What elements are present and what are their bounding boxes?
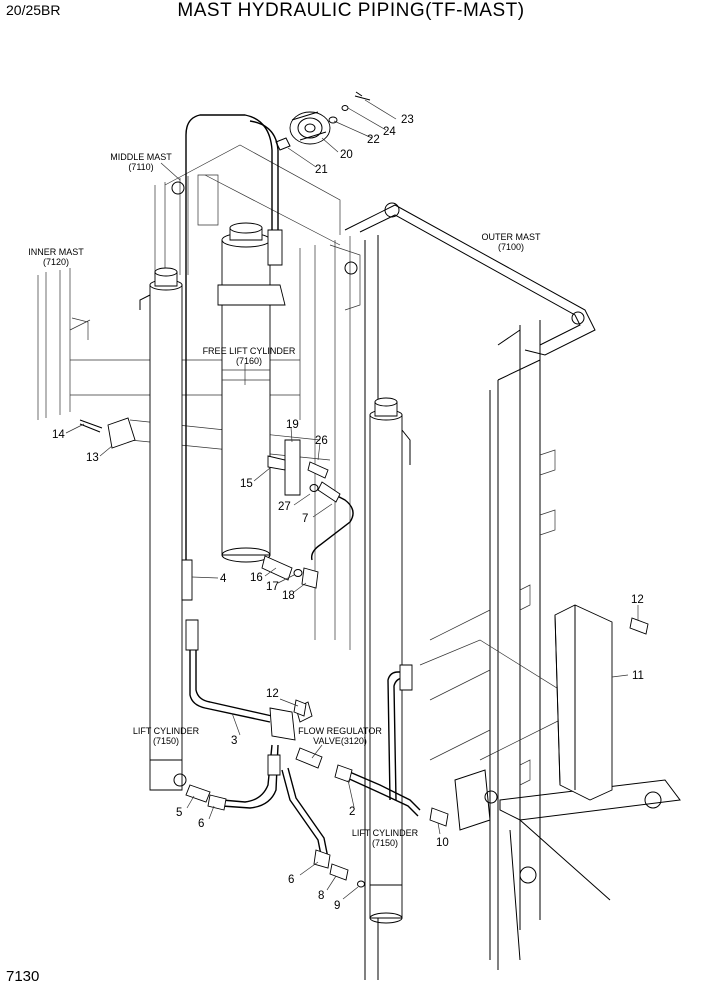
callout-23: 23 <box>401 114 414 126</box>
hose-4-drawing <box>181 114 283 601</box>
flow-regulator-code: VALVE(3120) <box>313 736 367 746</box>
assembly-labels: MIDDLE MAST (7110) INNER MAST (7120) OUT… <box>28 152 541 848</box>
callout-12-left: 12 <box>266 688 279 700</box>
outer-mast-label: OUTER MAST <box>481 232 541 242</box>
middle-mast-drawing <box>154 144 361 650</box>
inner-mast-code: (7120) <box>43 257 69 267</box>
callout-2: 2 <box>349 806 355 818</box>
callout-18: 18 <box>282 590 295 602</box>
page-number: 7130 <box>6 968 40 985</box>
lift-cylinder-right-label: LIFT CYLINDER <box>352 828 419 838</box>
flow-regulator-label: FLOW REGULATOR <box>298 726 382 736</box>
callout-10: 10 <box>436 837 449 849</box>
callout-6-upper: 6 <box>198 818 204 830</box>
callout-20: 20 <box>340 149 353 161</box>
pipe-assembly-drawing <box>185 619 449 888</box>
bracket-fittings-drawing <box>267 439 354 561</box>
bracket-11-drawing <box>293 604 649 801</box>
callout-13: 13 <box>86 452 99 464</box>
callout-21: 21 <box>315 164 328 176</box>
pulley-drawing <box>275 91 371 151</box>
callout-5: 5 <box>176 807 182 819</box>
middle-mast-code: (7110) <box>128 162 153 172</box>
callout-12-right: 12 <box>631 594 644 606</box>
inner-mast-drawing <box>37 268 331 461</box>
callout-9: 9 <box>334 900 340 912</box>
free-lift-cylinder-drawing <box>217 222 286 563</box>
callout-26: 26 <box>315 435 328 447</box>
callout-6-lower: 6 <box>288 874 294 886</box>
page-title: MAST HYDRAULIC PIPING(TF-MAST) <box>177 0 525 21</box>
callout-11: 11 <box>632 670 644 682</box>
middle-mast-label: MIDDLE MAST <box>110 152 172 162</box>
callout-15: 15 <box>240 478 253 490</box>
leader-lines <box>65 99 639 900</box>
callout-3: 3 <box>231 735 237 747</box>
outer-mast-code: (7100) <box>498 242 524 252</box>
callout-24: 24 <box>383 126 396 138</box>
free-lift-cylinder-code: (7160) <box>236 356 262 366</box>
callout-17: 17 <box>266 581 279 593</box>
callout-22: 22 <box>367 134 380 146</box>
callout-4: 4 <box>220 573 227 585</box>
callout-27: 27 <box>278 501 291 513</box>
inner-mast-label: INNER MAST <box>28 247 84 257</box>
lift-cylinder-left-code: (7150) <box>153 736 179 746</box>
model-code: 20/25BR <box>6 2 61 18</box>
clamp-drawing <box>79 417 136 449</box>
mast-drawing <box>37 91 681 980</box>
callout-19: 19 <box>286 419 299 431</box>
free-lift-cylinder-label: FREE LIFT CYLINDER <box>203 346 296 356</box>
callout-14: 14 <box>52 429 65 441</box>
lift-cylinder-right-code: (7150) <box>372 838 398 848</box>
callout-7: 7 <box>302 513 308 525</box>
callout-16: 16 <box>250 572 263 584</box>
lift-cylinder-left-label: LIFT CYLINDER <box>133 726 200 736</box>
callout-numbers: 23 24 22 20 21 14 13 19 26 15 27 7 4 16 … <box>52 114 644 912</box>
callout-8: 8 <box>318 890 324 902</box>
lift-cylinder-left-drawing <box>139 267 187 791</box>
